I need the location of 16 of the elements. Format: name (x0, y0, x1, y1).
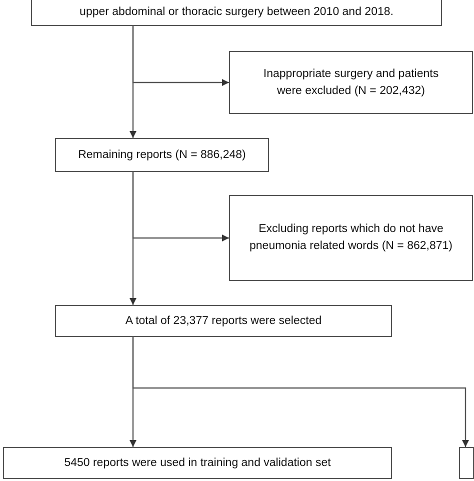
box-shape (459, 447, 474, 479)
box-text: 5450 reports were used in training and validation set (64, 456, 331, 470)
arrow (132, 337, 470, 447)
process-box (229, 51, 473, 114)
box-text: Inappropriate surgery and patients were excluded (N = 202,432) (262, 66, 440, 98)
process-box (229, 195, 473, 281)
process-box (3, 447, 392, 479)
arrow (132, 172, 229, 242)
arrow (132, 26, 229, 86)
process-box (55, 305, 392, 337)
box-text: A total of 23,377 reports were selected (125, 314, 322, 328)
process-box (31, 0, 442, 26)
box-text: upper abdominal or thoracic surgery between 2010 and 2018. (80, 5, 394, 20)
box-text: Remaining reports (N = 886,248) (78, 148, 246, 162)
process-box (55, 138, 269, 172)
box-text: Excluding reports which do not have pneumonia related words (N = 862,871) (248, 222, 454, 254)
